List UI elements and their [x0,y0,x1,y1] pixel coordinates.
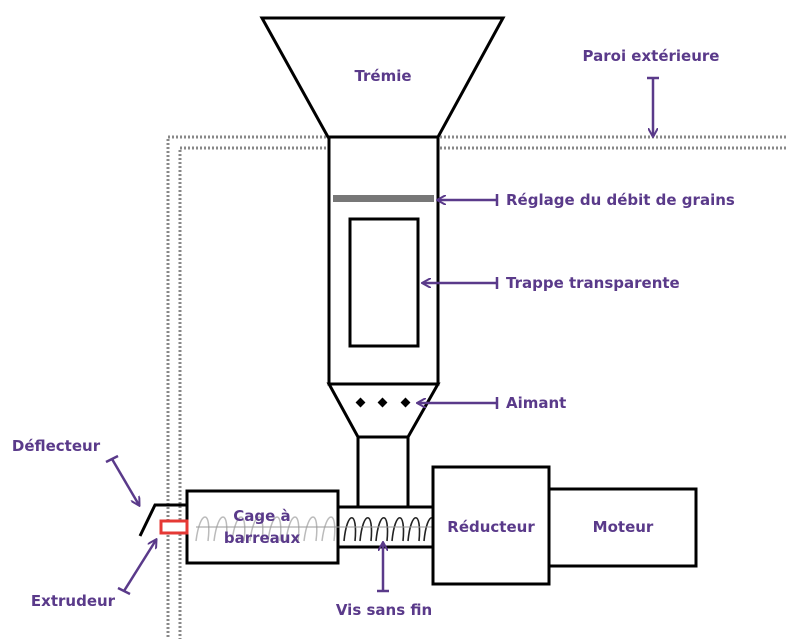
label-cage-line1: Cage à [233,507,290,525]
auger-coil [343,517,357,542]
label-paroi: Paroi extérieure [583,47,720,65]
auger-coil-faint [213,516,228,542]
magnet-funnel [326,382,441,439]
reducer-box [431,465,551,586]
extruder-nozzle [159,519,189,535]
auger-coil-faint [231,516,246,542]
label-vis: Vis sans fin [336,601,432,619]
label-cage-line2: barreaux [224,529,301,547]
label-tremie: Trémie [354,67,411,85]
label-extrudeur: Extrudeur [31,592,116,610]
label-moteur: Moteur [593,518,654,536]
label-reglage: Réglage du débit de grains [506,191,735,209]
auger-coil-faint [267,516,282,542]
pointer-arrows [105,76,659,596]
motor-box [547,487,698,568]
label-aimant: Aimant [506,394,566,412]
label-trappe: Trappe transparente [506,274,680,292]
outer-wall [166,135,786,639]
auger-coil-faint [249,516,264,542]
auger-coil [375,517,389,542]
magnet-dots [355,397,411,408]
auger-coil-faint [321,516,336,542]
auger-coil [407,517,421,542]
grain-flow-valve [333,195,434,202]
auger-coil [391,517,405,542]
auger-coil-faint [303,516,318,542]
auger-coil [359,517,373,542]
label-reducteur: Réducteur [447,518,535,536]
deflector [138,503,187,537]
auger-coil-faint [195,516,210,542]
auger-coil-faint [285,516,300,542]
feed-neck [356,435,410,509]
auger-screw-icon [195,516,437,542]
label-deflecteur: Déflecteur [12,437,101,455]
transparent-hatch [348,217,420,348]
